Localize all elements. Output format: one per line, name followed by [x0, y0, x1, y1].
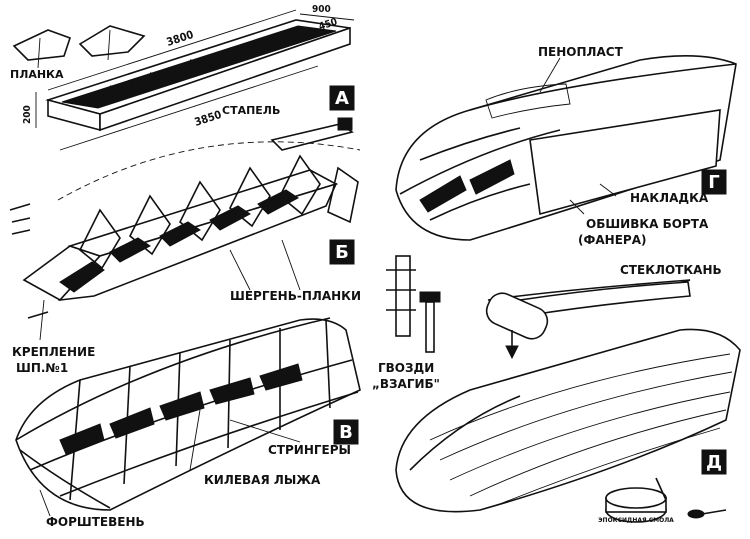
hull-fiberglass-drawing [395, 279, 741, 523]
label-forshteven: ФОРШТЕВЕНЬ [46, 515, 145, 529]
dim-200: 200 [22, 105, 33, 124]
screw-icon [27, 311, 49, 319]
nails-hammer-drawing [386, 255, 441, 353]
label-shp-no1: ШП.№1 [16, 361, 68, 375]
hammer-handle-icon [425, 301, 435, 353]
label-kreplenie: КРЕПЛЕНИЕ [12, 345, 95, 359]
panel-badge-v: В [333, 419, 359, 445]
dim-3850: 3850 [193, 108, 223, 129]
saw-icon [270, 123, 354, 151]
panel-badge-d: Д [701, 449, 727, 475]
label-kilevaya-lyzha: КИЛЕВАЯ ЛЫЖА [204, 473, 321, 487]
label-vzagib: „ВЗАГИБ" [372, 377, 440, 391]
panel-letter-b: Б [335, 242, 349, 263]
panel-badge-g: Г [701, 169, 727, 195]
screw-icon [11, 229, 31, 235]
hammer-head-icon [419, 291, 441, 303]
panel-badge-a: А [329, 85, 355, 111]
label-stringery: СТРИНГЕРЫ [268, 443, 351, 457]
dim-900: 900 [312, 4, 331, 15]
label-steklotkan: СТЕКЛОТКАНЬ [620, 263, 722, 277]
label-obshivka-borta: ОБШИВКА БОРТА [586, 217, 709, 231]
saw-handle-icon [337, 117, 353, 131]
screw-icon [11, 217, 31, 223]
label-can: ЭПОКСИДНАЯ СМОЛА [598, 517, 674, 524]
hull-sheathing-drawing [395, 55, 737, 241]
dim-3800: 3800 [165, 28, 195, 49]
brush-icon [655, 477, 667, 501]
panel-letter-d: Д [706, 452, 722, 473]
panel-letter-v: В [339, 422, 353, 443]
label-penoplast: ПЕНОПЛАСТ [538, 45, 624, 59]
label-stapel: СТАПЕЛЬ [222, 104, 280, 117]
screw-icon [9, 203, 31, 211]
label-fanera: (ФАНЕРА) [578, 233, 646, 247]
panel-badge-b: Б [329, 239, 355, 265]
hull-frame-drawing [15, 317, 361, 517]
panel-letter-a: А [335, 88, 349, 109]
spoon-icon [687, 509, 705, 519]
label-gvozdi: ГВОЗДИ [378, 361, 434, 375]
frames-assembly-drawing [9, 141, 361, 341]
label-shergen-planki: ШЕРГЕНЬ-ПЛАНКИ [230, 289, 361, 303]
label-planka: ПЛАНКА [10, 68, 64, 81]
label-nakladka: НАКЛАДКА [630, 191, 709, 205]
fiberglass-roll-icon [485, 292, 549, 340]
panel-letter-g: Г [708, 172, 719, 193]
stapel-jig-drawing [12, 9, 355, 151]
